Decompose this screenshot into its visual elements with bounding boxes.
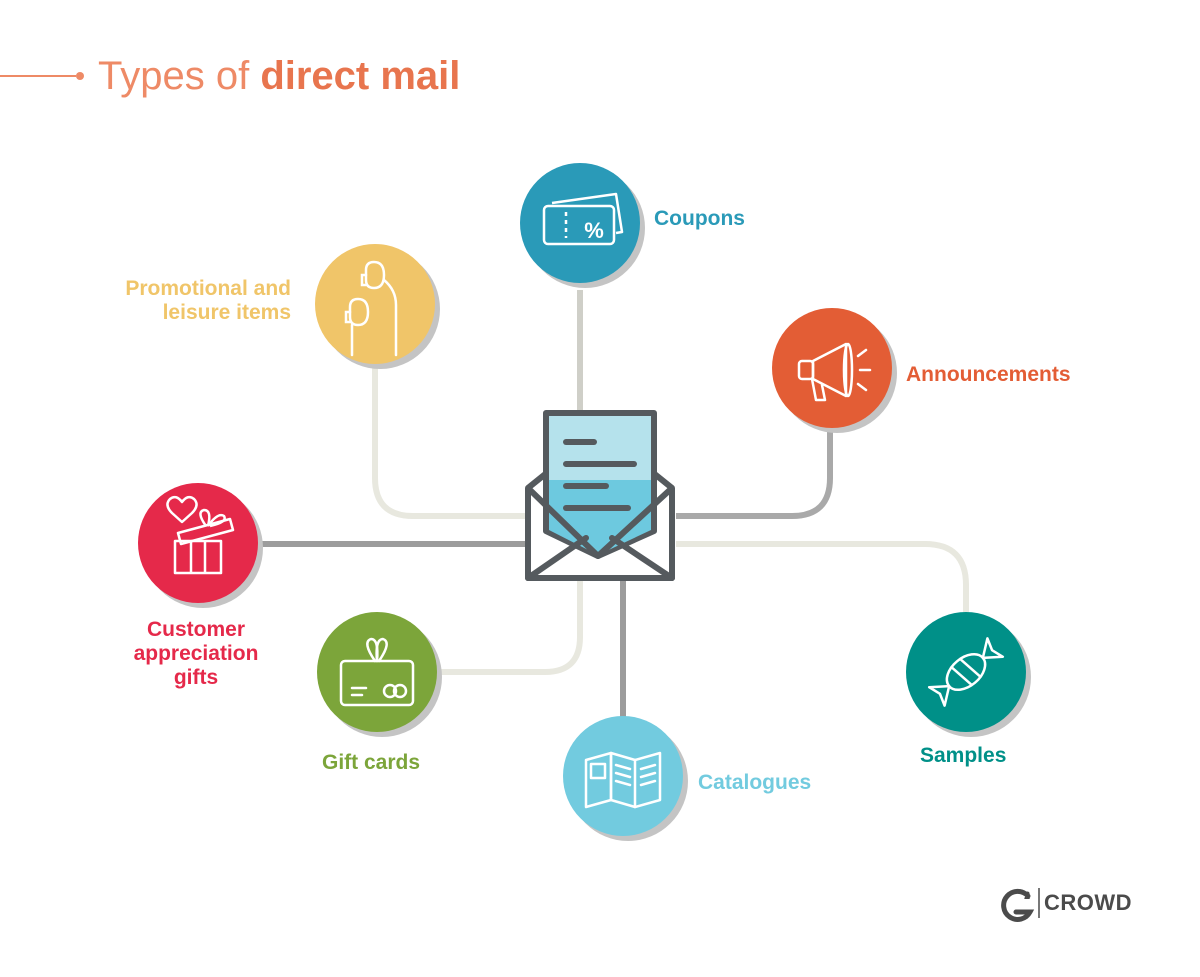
earbuds-icon [344,260,398,357]
node-samples [906,612,1031,737]
megaphone-icon [797,342,872,402]
svg-text:%: % [584,218,604,243]
label-customer-gifts: Customer appreciation gifts [133,618,259,689]
svg-text:2: 2 [1024,890,1030,902]
connector-promo [372,365,525,519]
gift-card-icon [339,637,415,707]
wrapped-candy-icon [927,637,1005,707]
node-coupons: % [520,163,645,288]
coupon-ticket-icon [542,192,624,246]
node-announcements [772,308,897,433]
title-accent-line [0,72,84,80]
label-announcements: Announcements [906,363,1071,386]
connectors [258,290,969,720]
label-samples: Samples [920,744,1007,767]
brand-wordmark: CROWD [1044,890,1133,915]
node-customer-gifts [138,483,263,608]
label-catalogues: Catalogues [698,771,812,794]
connector-announcements [676,425,833,519]
connector-samples [676,541,969,612]
node-gift-cards [317,612,442,737]
g2-logo-icon: 2 [1001,888,1040,922]
open-envelope-letter-icon [525,410,675,581]
open-catalogue-icon [584,751,662,809]
label-coupons: Coupons [654,207,745,230]
page-title: Types of direct mail [98,54,461,98]
label-gift-cards: Gift cards [322,751,421,774]
gift-box-heart-icon [166,495,235,575]
connector-gift-cards [440,580,583,675]
node-promo [315,244,440,369]
node-catalogues [563,716,688,841]
label-promo: Promotional and leisure items [125,277,291,324]
